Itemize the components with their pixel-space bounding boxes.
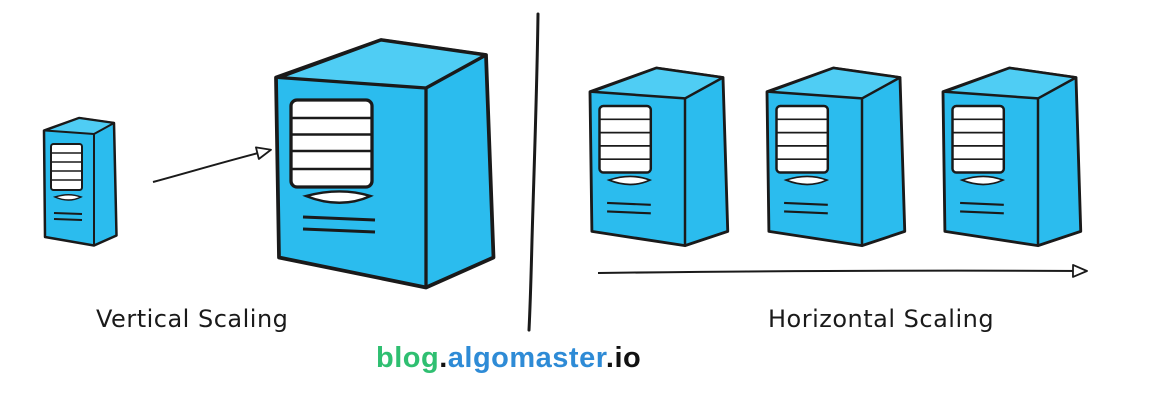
arrow-icon-horizontal (597, 264, 1088, 278)
server-icon-small (42, 116, 118, 247)
divider-line (527, 12, 540, 332)
brand-part-algomaster: algomaster (447, 342, 606, 374)
brand-part-blog: blog (376, 342, 440, 374)
brand-dot-2: . (605, 342, 615, 374)
server-icon-h2 (765, 66, 907, 248)
brand-dot-1: . (439, 342, 448, 374)
vertical-scaling-label: Vertical Scaling (96, 305, 289, 333)
brand-part-io: io (614, 342, 642, 374)
arrow-icon-vertical (152, 146, 272, 183)
server-icon-h1 (588, 66, 730, 248)
horizontal-scaling-label: Horizontal Scaling (768, 305, 995, 333)
server-icon-large (274, 38, 496, 290)
server-icon-h3 (941, 66, 1083, 248)
brand-url: blog.algomaster.io (376, 342, 641, 375)
